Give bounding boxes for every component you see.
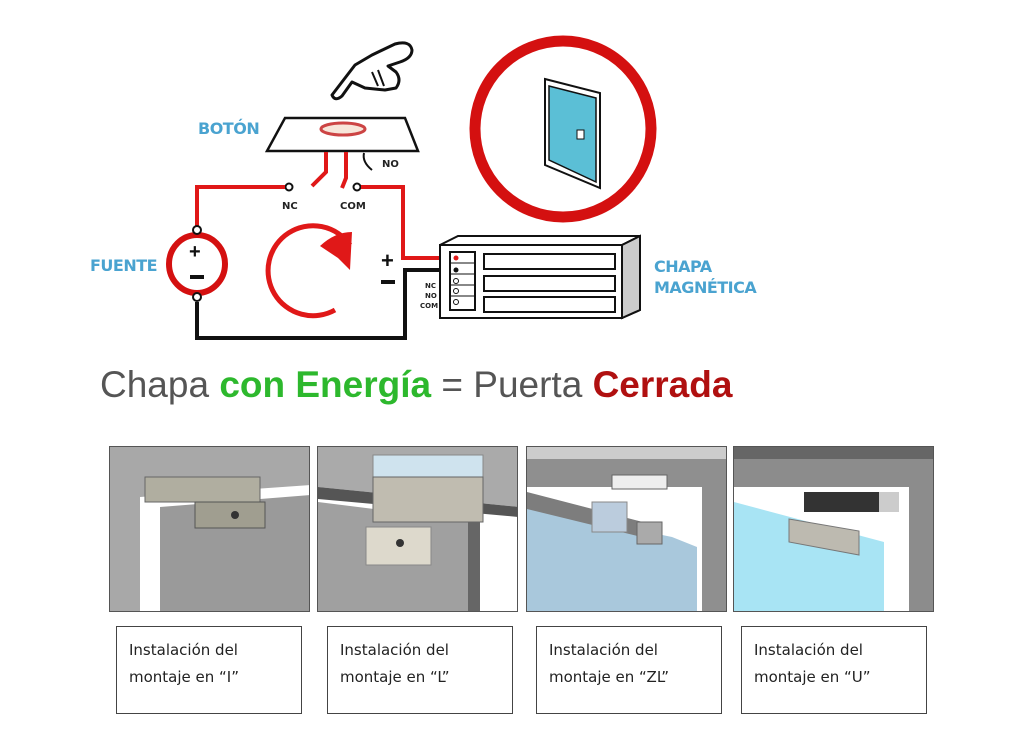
lock-label-line2: MAGNÉTICA: [654, 278, 757, 297]
lock-label-line1: CHAPA: [654, 257, 713, 276]
lock-nc-label: NC: [425, 282, 436, 290]
button-label: BOTÓN: [198, 119, 259, 138]
source-label: FUENTE: [90, 256, 157, 275]
headline: Chapa con Energía = Puerta Cerrada: [100, 364, 732, 406]
wiring-diagram: BOTÓN NO NC COM + FUENTE + NC: [90, 35, 758, 340]
current-flow-arrow-icon: [265, 223, 353, 319]
caption-line1: Instalación del: [754, 641, 863, 659]
caption-line1: Instalación del: [340, 641, 449, 659]
magnetic-lock: NC NO COM: [420, 234, 641, 320]
lock-com-label: COM: [420, 302, 438, 310]
lock-plus: +: [381, 248, 394, 273]
mount-u-caption: Instalación del montaje en “U”: [741, 626, 927, 714]
mount-i-image: [109, 446, 310, 612]
com-terminal-label: COM: [340, 201, 366, 212]
caption-line1: Instalación del: [549, 641, 658, 659]
pointing-hand-icon: [330, 41, 414, 101]
mount-zl-image: [526, 446, 727, 612]
headline-part3: = Puerta: [431, 364, 593, 405]
mount-u-image: [733, 446, 934, 612]
caption-line2: montaje en “U”: [754, 668, 871, 686]
headline-part1: Chapa: [100, 364, 220, 405]
caption-line2: montaje en “I”: [129, 668, 240, 686]
source-plus: +: [189, 241, 201, 263]
lock-no-label: NO: [425, 292, 437, 300]
power-source: +: [166, 225, 228, 302]
nc-terminal-label: NC: [282, 201, 298, 212]
push-button: [264, 116, 420, 153]
caption-line1: Instalación del: [129, 641, 238, 659]
mount-zl-caption: Instalación del montaje en “ZL”: [536, 626, 722, 714]
no-terminal-label: NO: [382, 159, 399, 170]
caption-line2: montaje en “L”: [340, 668, 450, 686]
mount-l-image: [317, 446, 518, 612]
caption-line2: montaje en “ZL”: [549, 668, 670, 686]
headline-energy: con Energía: [219, 364, 432, 405]
mount-i-caption: Instalación del montaje en “I”: [116, 626, 302, 714]
closed-door-icon: [469, 35, 657, 223]
mount-l-caption: Instalación del montaje en “L”: [327, 626, 513, 714]
headline-closed: Cerrada: [592, 364, 733, 405]
